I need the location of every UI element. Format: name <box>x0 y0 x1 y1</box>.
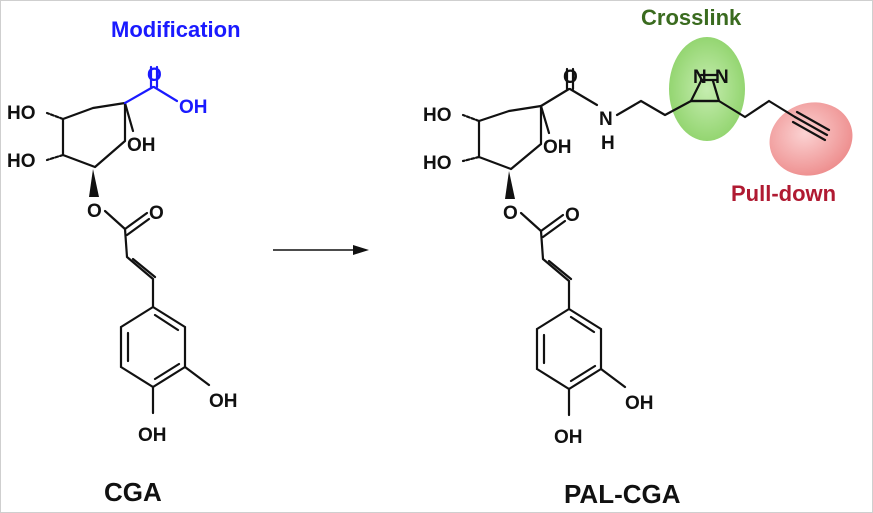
atom-carboxyl-o: O <box>147 65 162 86</box>
atom-amide-n: N <box>599 109 613 130</box>
cga-label: CGA <box>104 477 162 507</box>
modification-label: Modification <box>111 17 241 42</box>
atom-phenol-oh-3: OH <box>625 393 654 414</box>
atom-carbonyl-o-2: O <box>565 205 580 226</box>
pulldown-highlight <box>769 102 853 176</box>
atom-oh-ring-2: OH <box>543 137 572 158</box>
atom-phenol-oh-2: OH <box>138 425 167 446</box>
atom-ester-o-2: O <box>503 203 518 224</box>
atom-diazirine-n1: N <box>693 67 707 88</box>
atom-ho-1: HO <box>7 103 36 124</box>
atom-carboxyl-oh: OH <box>179 97 208 118</box>
atom-amide-h: H <box>601 133 615 154</box>
atom-oh-ring: OH <box>127 135 156 156</box>
atom-carbonyl-o: O <box>149 203 164 224</box>
atom-ho-2: HO <box>7 151 36 172</box>
crosslink-label: Crosslink <box>641 5 742 30</box>
crosslink-highlight <box>669 37 745 141</box>
reaction-arrow <box>273 245 369 255</box>
atom-ho-4: HO <box>423 153 452 174</box>
cga-molecule <box>45 65 211 415</box>
atom-phenol-oh-4: OH <box>554 427 583 448</box>
atom-ester-o: O <box>87 201 102 222</box>
atom-diazirine-n2: N <box>715 67 729 88</box>
pulldown-label: Pull-down <box>731 181 836 206</box>
pal-cga-label: PAL-CGA <box>564 479 681 509</box>
atom-ho-3: HO <box>423 105 452 126</box>
atom-phenol-oh-1: OH <box>209 391 238 412</box>
atom-amide-o: O <box>563 67 578 88</box>
pal-cga-molecule <box>461 67 831 417</box>
